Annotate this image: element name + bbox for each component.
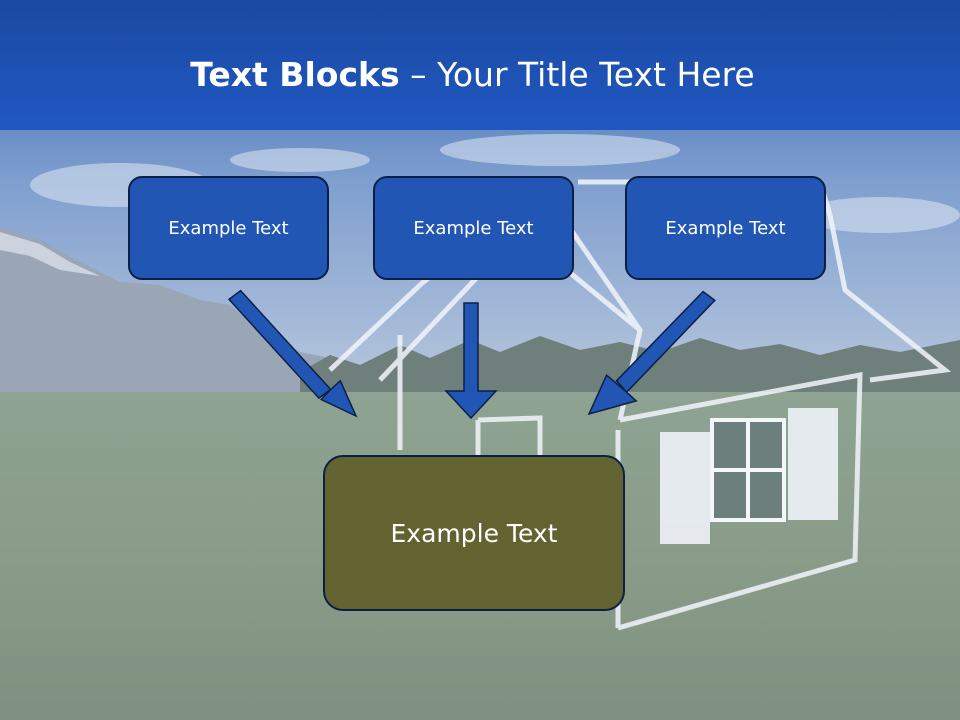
house-window: [660, 408, 838, 544]
arrow-diagonal-left: [587, 290, 716, 416]
text-block-main-label: Example Text: [390, 518, 558, 548]
title-bold: Text Blocks: [190, 55, 400, 94]
title-dash: –: [399, 55, 438, 94]
slide-title: Text Blocks – Your Title Text Here: [0, 52, 945, 98]
text-block-1: Example Text: [128, 176, 329, 280]
text-block-main: Example Text: [323, 455, 625, 611]
text-block-3-label: Example Text: [665, 217, 786, 239]
mountain-snow: [0, 232, 100, 276]
text-block-2: Example Text: [373, 176, 574, 280]
text-block-2-label: Example Text: [413, 217, 534, 239]
text-block-3: Example Text: [625, 176, 826, 280]
title-bar: [0, 0, 960, 130]
text-block-1-label: Example Text: [168, 217, 289, 239]
arrow-down: [444, 302, 498, 420]
arrow-diagonal-right: [227, 289, 358, 418]
title-rest: Your Title Text Here: [437, 55, 755, 94]
